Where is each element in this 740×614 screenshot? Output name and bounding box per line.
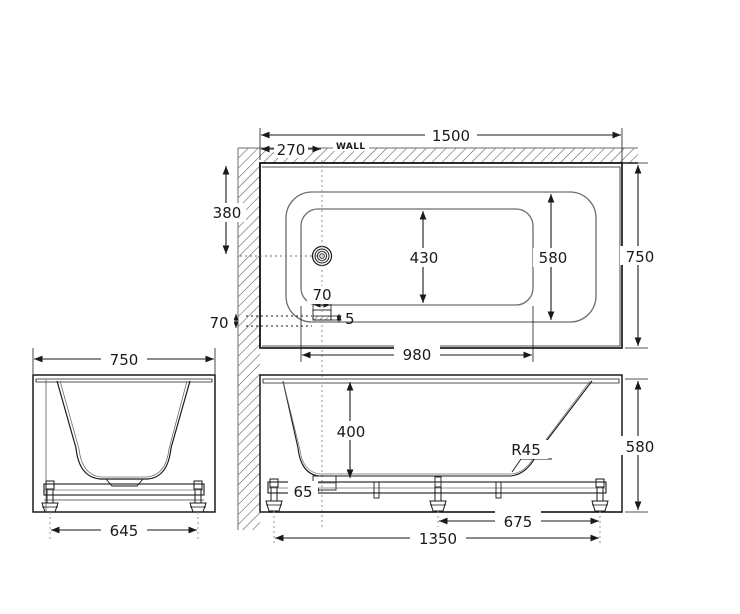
dim-rim-offset: 70	[209, 314, 228, 332]
end-view-waste-detail	[105, 478, 144, 487]
wall-label: WALL	[336, 142, 366, 152]
plan-tub-rim-contour	[285, 191, 597, 323]
side-view-dimensions: 400 580 R45 65 675 1350	[275, 378, 660, 548]
end-elevation-view	[32, 374, 216, 540]
side-view-foot-middle	[429, 486, 447, 512]
side-view-cross-braces	[373, 476, 502, 499]
dim-side-overall-height: 580	[626, 438, 655, 456]
dim-drain-from-wall: 380	[213, 204, 242, 222]
plan-view	[240, 160, 623, 530]
dim-plan-overall-width: 750	[626, 248, 655, 266]
dim-end-view-foot-spacing: 645	[110, 522, 139, 540]
dim-overflow-width: 70	[312, 286, 331, 304]
dim-overflow-thickness: 5	[345, 310, 355, 328]
plan-dimensions: 1500 270 WALL 380 750 430 580 70	[204, 125, 660, 364]
dim-overall-length: 1500	[432, 127, 470, 145]
dim-foot-spacing-right: 675	[504, 513, 533, 531]
end-view-foot-right	[189, 488, 207, 513]
dim-inner-length: 980	[403, 346, 432, 364]
end-view-dimensions: 750 645	[32, 348, 216, 540]
dim-inner-width-430: 430	[410, 249, 439, 267]
dim-end-view-width: 750	[110, 351, 139, 369]
dim-fillet-radius: R45	[511, 441, 541, 459]
end-view-basin-profile	[56, 380, 191, 480]
side-view-basin-profile	[282, 380, 593, 477]
dim-foot-spacing-overall: 1350	[419, 530, 457, 548]
end-view-foot-left	[41, 488, 59, 513]
dim-interior-depth: 400	[337, 423, 366, 441]
dim-frame-height: 65	[293, 483, 312, 501]
dim-wall-offset: 270	[277, 141, 306, 159]
side-view-foot-left	[265, 486, 283, 512]
dim-inner-width-580: 580	[539, 249, 568, 267]
end-view-support-frame	[43, 480, 205, 501]
end-view-outline	[32, 374, 216, 513]
side-view-foot-right	[591, 486, 609, 512]
